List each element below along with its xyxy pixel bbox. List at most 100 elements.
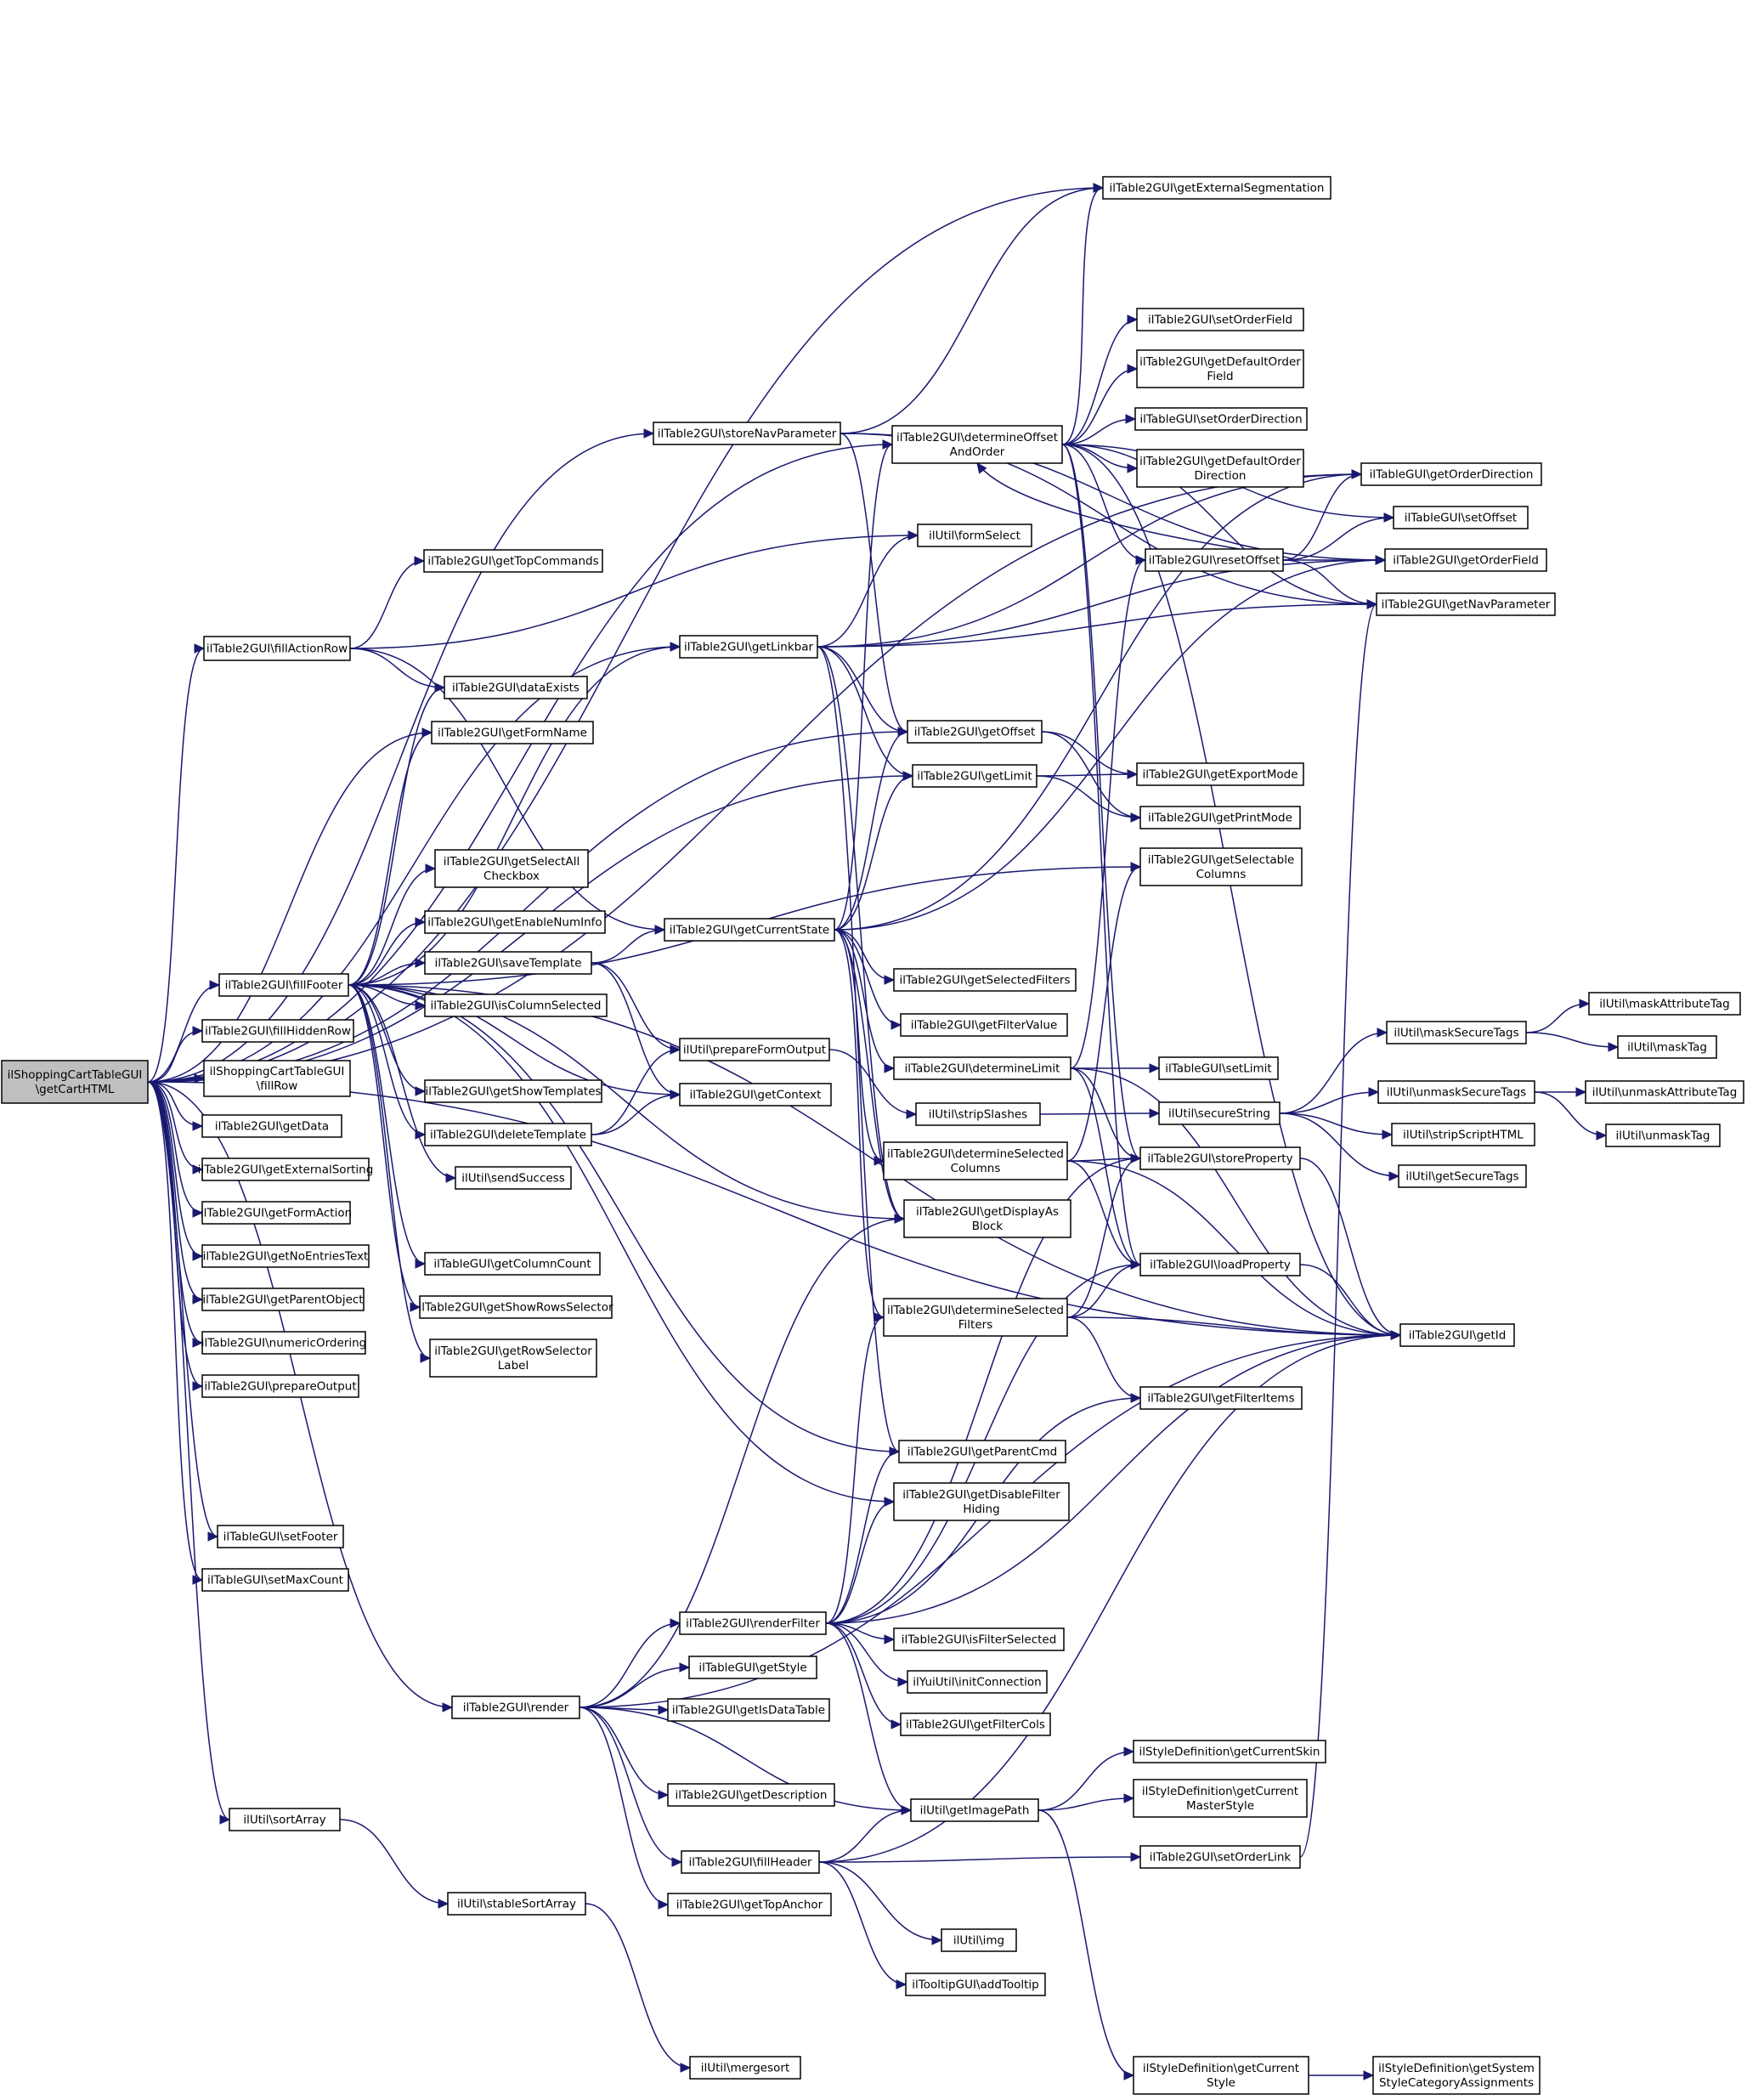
node-get-nav-parameter[interactable]: ilTable2GUI\getNavParameter <box>1376 592 1556 616</box>
node-get-parent-cmd[interactable]: ilTable2GUI\getParentCmd <box>898 1440 1066 1463</box>
node-add-tooltip[interactable]: ilTooltipGUI\addTooltip <box>905 1973 1046 1996</box>
node-get-column-count[interactable]: ilTableGUI\getColumnCount <box>424 1252 601 1276</box>
node-get-system-style-category-assignments[interactable]: ilStyleDefinition\getSystemStyleCategory… <box>1372 2056 1541 2095</box>
node-set-limit[interactable]: ilTableGUI\setLimit <box>1158 1056 1279 1080</box>
node-get-linkbar[interactable]: ilTable2GUI\getLinkbar <box>679 635 818 659</box>
node-get-data[interactable]: ilTable2GUI\getData <box>201 1114 342 1138</box>
node-data-exists[interactable]: ilTable2GUI\dataExists <box>444 676 588 699</box>
node-set-max-count[interactable]: ilTableGUI\setMaxCount <box>201 1568 349 1592</box>
node-get-enable-num-info[interactable]: ilTable2GUI\getEnableNumInfo <box>424 910 606 934</box>
node-mergesort[interactable]: ilUtil\mergesort <box>689 2056 801 2080</box>
node-get-parent-object[interactable]: ilTable2GUI\getParentObject <box>201 1288 365 1311</box>
node-strip-script-html[interactable]: ilUtil\stripScriptHTML <box>1391 1123 1535 1146</box>
node-prepare-output[interactable]: ilTable2GUI\prepareOutput <box>201 1374 359 1398</box>
node-load-property[interactable]: ilTable2GUI\loadProperty <box>1139 1253 1301 1276</box>
node-is-filter-selected[interactable]: ilTable2GUI\isFilterSelected <box>893 1627 1065 1651</box>
node-get-offset[interactable]: ilTable2GUI\getOffset <box>907 720 1043 744</box>
node-delete-template[interactable]: ilTable2GUI\deleteTemplate <box>424 1123 592 1146</box>
node-box <box>203 1060 351 1097</box>
node-set-order-direction[interactable]: ilTableGUI\setOrderDirection <box>1134 407 1308 431</box>
node-mask-tag[interactable]: ilUtil\maskTag <box>1617 1035 1717 1059</box>
node-is-column-selected[interactable]: ilTable2GUI\isColumnSelected <box>424 993 608 1017</box>
node-render-filter[interactable]: ilTable2GUI\renderFilter <box>679 1611 827 1635</box>
node-form-select[interactable]: ilUtil\formSelect <box>917 524 1032 547</box>
node-get-selected-filters[interactable]: ilTable2GUI\getSelectedFilters <box>893 968 1077 992</box>
node-fill-row[interactable]: ilShoppingCartTableGUI\fillRow <box>203 1060 351 1097</box>
node-get-current-skin[interactable]: ilStyleDefinition\getCurrentSkin <box>1133 1740 1326 1763</box>
node-get-filter-items[interactable]: ilTable2GUI\getFilterItems <box>1139 1386 1303 1410</box>
node-root[interactable]: ilShoppingCartTableGUI\getCartHTML <box>1 1060 149 1104</box>
node-numeric-ordering[interactable]: ilTable2GUI\numericOrdering <box>201 1331 366 1355</box>
node-fill-action-row[interactable]: ilTable2GUI\fillActionRow <box>203 636 351 661</box>
node-prepare-form-output[interactable]: ilUtil\prepareFormOutput <box>679 1038 830 1061</box>
node-get-filter-value[interactable]: ilTable2GUI\getFilterValue <box>900 1013 1068 1037</box>
node-get-order-direction[interactable]: ilTableGUI\getOrderDirection <box>1360 462 1542 486</box>
node-store-property[interactable]: ilTable2GUI\storeProperty <box>1139 1146 1301 1170</box>
node-get-filter-cols[interactable]: ilTable2GUI\getFilterCols <box>900 1712 1051 1736</box>
node-send-success[interactable]: ilUtil\sendSuccess <box>455 1166 572 1190</box>
node-get-style[interactable]: ilTableGUI\getStyle <box>688 1656 817 1679</box>
node-secure-string[interactable]: ilUtil\secureString <box>1158 1101 1281 1125</box>
node-get-top-anchor[interactable]: ilTable2GUI\getTopAnchor <box>667 1893 832 1916</box>
node-unmask-tag[interactable]: ilUtil\unmaskTag <box>1605 1124 1721 1147</box>
node-get-no-entries-text[interactable]: ilTable2GUI\getNoEntriesText <box>201 1244 370 1268</box>
node-get-order-field[interactable]: ilTable2GUI\getOrderField <box>1384 548 1547 572</box>
node-fill-footer[interactable]: ilTable2GUI\fillFooter <box>218 973 349 997</box>
node-get-export-mode[interactable]: ilTable2GUI\getExportMode <box>1136 762 1304 786</box>
node-get-show-rows-selector[interactable]: ilTable2GUI\getShowRowsSelector <box>418 1295 613 1319</box>
node-init-connection[interactable]: ilYuiUtil\initConnection <box>907 1670 1048 1694</box>
node-set-order-link[interactable]: ilTable2GUI\setOrderLink <box>1139 1845 1301 1869</box>
node-set-order-field[interactable]: ilTable2GUI\setOrderField <box>1136 308 1304 331</box>
node-get-external-segmentation[interactable]: ilTable2GUI\getExternalSegmentation <box>1102 176 1331 200</box>
node-label: ilUtil\stripSlashes <box>929 1108 1027 1122</box>
node-sort-array[interactable]: ilUtil\sortArray <box>229 1808 341 1831</box>
node-get-external-sorting[interactable]: ilTable2GUI\getExternalSorting <box>198 1158 374 1181</box>
node-img[interactable]: ilUtil\img <box>941 1928 1017 1952</box>
node-get-id[interactable]: ilTable2GUI\getId <box>1399 1323 1515 1347</box>
node-get-is-data-table[interactable]: ilTable2GUI\getIsDataTable <box>667 1698 830 1722</box>
node-mask-attribute-tag[interactable]: ilUtil\maskAttributeTag <box>1588 992 1741 1016</box>
node-get-secure-tags[interactable]: ilUtil\getSecureTags <box>1398 1164 1527 1188</box>
node-reset-offset[interactable]: ilTable2GUI\resetOffset <box>1145 548 1284 572</box>
node-get-form-action[interactable]: ilTable2GUI\getFormAction <box>201 1201 352 1225</box>
node-unmask-attribute-tag[interactable]: ilUtil\unmaskAttributeTag <box>1585 1080 1744 1104</box>
node-get-top-commands[interactable]: ilTable2GUI\getTopCommands <box>423 549 603 573</box>
node-get-description[interactable]: ilTable2GUI\getDescription <box>667 1783 835 1807</box>
node-get-current-state[interactable]: ilTable2GUI\getCurrentState <box>664 918 835 942</box>
node-get-limit[interactable]: ilTable2GUI\getLimit <box>912 764 1037 788</box>
node-store-nav-parameter[interactable]: ilTable2GUI\storeNavParameter <box>653 422 841 445</box>
node-label: ilTable2GUI\render <box>463 1701 569 1715</box>
node-unmask-secure-tags[interactable]: ilUtil\unmaskSecureTags <box>1377 1080 1535 1104</box>
node-get-form-name[interactable]: ilTable2GUI\getFormName <box>431 721 594 744</box>
arrowhead <box>415 1086 427 1096</box>
node-fill-hidden-row[interactable]: ilTable2GUI\fillHiddenRow <box>201 1019 354 1043</box>
node-strip-slashes[interactable]: ilUtil\stripSlashes <box>915 1102 1041 1126</box>
node-get-image-path[interactable]: ilUtil\getImagePath <box>910 1798 1039 1822</box>
edge-get-current-state-to-get-filter-value <box>834 929 902 1026</box>
node-get-show-templates[interactable]: ilTable2GUI\getShowTemplates <box>424 1079 602 1103</box>
node-determine-limit[interactable]: ilTable2GUI\determineLimit <box>893 1056 1071 1080</box>
node-mask-secure-tags[interactable]: ilUtil\maskSecureTags <box>1386 1021 1527 1044</box>
node-render[interactable]: ilTable2GUI\render <box>451 1695 580 1719</box>
node-fill-header[interactable]: ilTable2GUI\fillHeader <box>681 1850 820 1874</box>
node-set-offset[interactable]: ilTableGUI\setOffset <box>1393 506 1529 529</box>
node-get-context[interactable]: ilTable2GUI\getContext <box>679 1083 832 1107</box>
edge-fill-action-row-to-get-top-commands <box>349 560 425 649</box>
node-get-print-mode[interactable]: ilTable2GUI\getPrintMode <box>1139 806 1301 829</box>
node-stable-sort-array[interactable]: ilUtil\stableSortArray <box>447 1892 586 1916</box>
arrowhead <box>896 1979 907 1990</box>
node-save-template[interactable]: ilTable2GUI\saveTemplate <box>424 951 592 975</box>
node-set-footer[interactable]: ilTableGUI\setFooter <box>217 1525 344 1548</box>
